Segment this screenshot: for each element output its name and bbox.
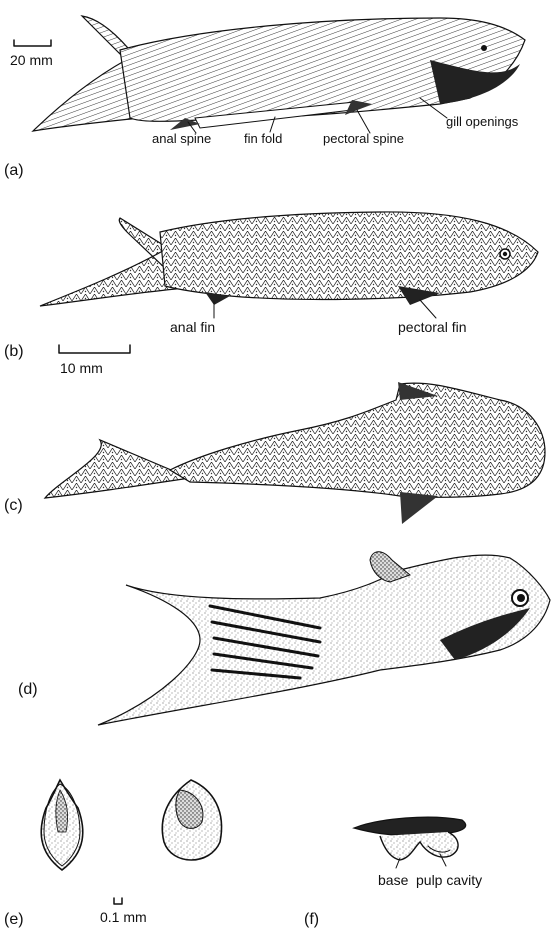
scale-f-base [380, 832, 458, 860]
fish-c-tail [45, 440, 190, 498]
label-pulp-cavity: pulp cavity [416, 872, 482, 888]
scale-bar-b: 10 mm [59, 345, 130, 376]
panel-tag-b: (b) [4, 343, 24, 360]
fish-b-illustration [40, 212, 538, 306]
panel-tag-f: (f) [304, 911, 319, 928]
fish-b-body [160, 212, 538, 300]
label-anal-fin: anal fin [170, 319, 215, 335]
scale-bar-e: 0.1 mm [100, 898, 147, 925]
scale-e-left-illustration [41, 780, 83, 870]
fish-d-eye [517, 594, 525, 602]
fish-b-eye [503, 252, 507, 256]
label-anal-spine: anal spine [152, 131, 211, 146]
panel-tag-c: (c) [4, 497, 23, 514]
label-fin-fold: fin fold [244, 131, 282, 146]
panel-b: anal fin pectoral fin 10 mm (b) [4, 212, 538, 376]
label-pectoral-fin: pectoral fin [398, 319, 466, 335]
fish-c-body [170, 383, 545, 497]
panel-tag-a: (a) [4, 162, 24, 179]
label-base: base [378, 872, 409, 888]
scale-label-b: 10 mm [60, 360, 103, 376]
panel-a: 20 mm anal spine fin fold pectoral spine… [4, 16, 525, 179]
fish-c-illustration [45, 382, 545, 524]
fish-d-dorsal-spine [370, 552, 410, 582]
label-pectoral-spine: pectoral spine [323, 131, 404, 146]
fish-d-illustration [98, 552, 550, 725]
panel-tag-e: (e) [4, 911, 24, 928]
scale-label-e: 0.1 mm [100, 909, 147, 925]
scale-e-right-illustration [162, 780, 221, 860]
panel-c: (c) [4, 382, 545, 524]
label-gill-openings: gill openings [446, 114, 519, 129]
scale-bar-a: 20 mm [10, 40, 53, 68]
scale-f-illustration [354, 817, 466, 860]
panel-f: base pulp cavity (f) [304, 817, 482, 928]
fish-c-pectoral-fin [400, 492, 438, 524]
panel-d: (d) [18, 552, 550, 725]
fish-a-eye [481, 45, 487, 51]
panel-tag-d: (d) [18, 681, 38, 698]
scale-label-a: 20 mm [10, 52, 53, 68]
panel-e: 0.1 mm (e) [4, 780, 222, 928]
